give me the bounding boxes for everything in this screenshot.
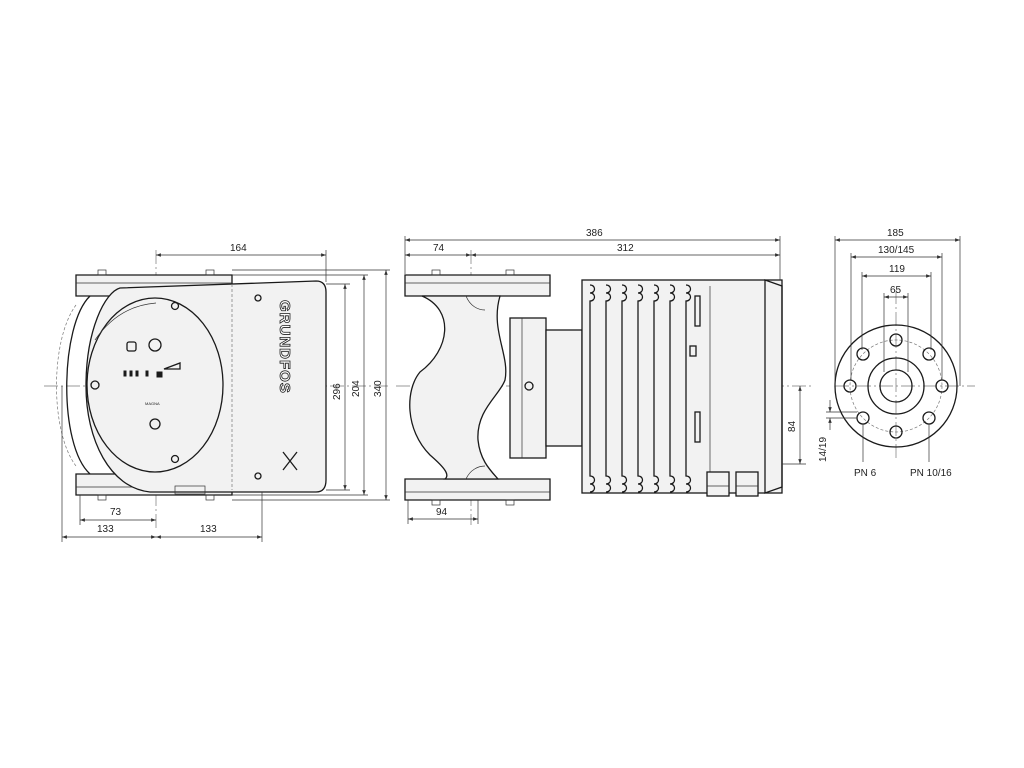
side-cable-gland	[735, 471, 759, 497]
front-control-box	[85, 280, 327, 493]
side-motor-housing	[581, 279, 783, 494]
front-mode-indicator-icon	[156, 371, 163, 378]
dim-side-length-total: 386	[586, 228, 603, 239]
front-screw-icon	[254, 472, 262, 480]
front-bolt-stub	[97, 269, 107, 276]
front-bolt-stub	[205, 494, 215, 501]
dim-flange-bolt-circle: 130/145	[878, 245, 915, 256]
side-coupling	[509, 317, 547, 459]
flange-bolt-circle	[849, 339, 943, 433]
dim-side-axis-height: 84	[787, 420, 798, 432]
flange-bolt-hole-icon	[922, 347, 936, 361]
flange-view: 185 130/145 119 65 14/19 PN 6 PN 10/16	[818, 228, 975, 479]
dim-front-half-left: 133	[97, 524, 114, 535]
dim-front-offset-left: 73	[110, 507, 122, 518]
dim-flange-outer-diameter: 185	[887, 228, 904, 239]
side-cable-gland	[706, 471, 730, 497]
front-port-icon	[149, 418, 161, 430]
front-bolt-stub	[205, 269, 215, 276]
side-view: 386 74 312 94 84	[396, 228, 812, 525]
dim-front-width-top: 164	[230, 243, 247, 254]
front-screw-icon	[90, 380, 100, 390]
flange-bolt-hole-icon	[889, 333, 903, 347]
front-view: MAGNA GRUNDFOS 164 296 204 340 73	[44, 243, 390, 542]
flange-bore	[879, 369, 913, 403]
side-motor-endcap	[764, 279, 783, 494]
flange-raised-face	[867, 357, 925, 415]
dim-flange-bore-diameter: 65	[890, 285, 902, 296]
front-product-mark: MAGNA	[145, 401, 160, 406]
dim-flange-inner-diameter: 119	[889, 264, 905, 275]
dim-flange-bolt-hole: 14/19	[818, 437, 829, 462]
front-screw-icon	[170, 454, 180, 464]
flange-bolt-hole-icon	[856, 411, 870, 425]
dim-front-height-inner: 296	[332, 383, 343, 400]
front-speed-bar-icon	[163, 362, 181, 370]
flange-pressure-label-left: PN 6	[854, 468, 877, 479]
front-screw-icon	[254, 294, 262, 302]
flange-bolt-hole-icon	[856, 347, 870, 361]
dim-front-height-mid: 204	[351, 380, 362, 397]
dim-side-motor-length: 312	[617, 243, 634, 254]
front-bolt-stub	[97, 494, 107, 501]
side-motor-fins	[589, 284, 692, 493]
side-top-flange	[404, 274, 551, 297]
front-brand-x-icon	[282, 451, 298, 471]
front-faceplate	[86, 297, 224, 473]
flange-bolt-hole-icon	[843, 379, 857, 393]
front-brand-logo: GRUNDFOS	[276, 300, 293, 394]
front-screw-icon	[170, 301, 180, 311]
flange-pressure-label-right: PN 10/16	[910, 468, 952, 479]
dim-front-half-right: 133	[200, 524, 217, 535]
front-control-knob-icon	[148, 338, 162, 352]
front-pump-housing-left	[66, 295, 91, 475]
side-shaft-sleeve	[545, 329, 583, 447]
side-pump-volute	[409, 295, 507, 480]
front-power-led-icon	[126, 341, 137, 352]
dim-front-height-total: 340	[373, 380, 384, 397]
flange-bolt-hole-icon	[889, 425, 903, 439]
side-bottom-flange	[404, 478, 551, 501]
dim-side-flange-offset: 94	[436, 507, 448, 518]
dim-side-port-to-center: 74	[433, 243, 445, 254]
